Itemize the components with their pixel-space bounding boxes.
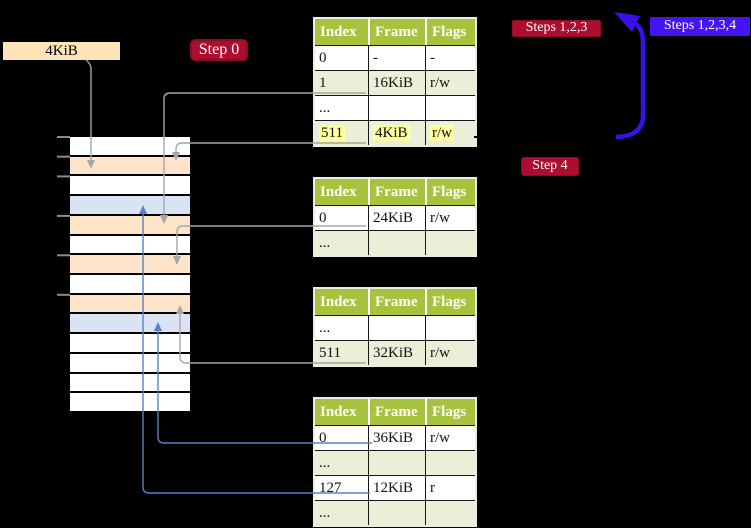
- cell: [425, 500, 475, 525]
- col-header-flags: Flags: [425, 399, 475, 425]
- recursive-loop-arrow: [614, 12, 646, 140]
- cell: -: [368, 45, 425, 70]
- cell: -: [425, 45, 475, 70]
- cell: 36KiB: [368, 425, 425, 450]
- cell: 0: [315, 425, 368, 450]
- cell: ...: [315, 230, 368, 255]
- col-header-index: Index: [315, 399, 368, 425]
- cell: 1: [315, 70, 368, 95]
- step0-badge: Step 0: [190, 39, 248, 61]
- col-header-frame: Frame: [368, 19, 425, 45]
- memory-row-3: [70, 196, 190, 214]
- col-header-index: Index: [315, 289, 368, 315]
- cell: ...: [315, 95, 368, 120]
- cell: [368, 500, 425, 525]
- memory-row-0: [70, 137, 190, 155]
- memory-row-5: [70, 235, 190, 254]
- col-header-frame: Frame: [368, 289, 425, 315]
- cell: [368, 95, 425, 120]
- cell: ...: [315, 450, 368, 475]
- size-label-4kib: 4KiB: [3, 42, 120, 60]
- cell: 0: [315, 45, 368, 70]
- table-row: 0--: [315, 45, 475, 70]
- highlighted-value: r/w: [430, 125, 454, 141]
- cell: r/w: [425, 340, 475, 365]
- memory-row-8: [70, 294, 190, 313]
- col-header-frame: Frame: [368, 179, 425, 205]
- memory-row-4: [70, 215, 190, 234]
- col-header-index: Index: [315, 179, 368, 205]
- cell: r/w: [425, 205, 475, 230]
- cell: [368, 315, 425, 340]
- memory-row-7: [70, 275, 190, 293]
- cell: ...: [315, 315, 368, 340]
- memory-row-9: [70, 314, 190, 333]
- table-row: ...: [315, 450, 475, 475]
- cell: [368, 230, 425, 255]
- cell: ...: [315, 500, 368, 525]
- memory-row-12: [70, 373, 190, 392]
- cell: r: [425, 475, 475, 500]
- cell: 511: [315, 120, 368, 145]
- steps1234-badge: Steps 1,2,3,4: [650, 17, 750, 36]
- col-header-frame: Frame: [368, 399, 425, 425]
- table-row: ...: [315, 315, 475, 340]
- memory-tick-marks: [57, 136, 70, 296]
- cell: 24KiB: [368, 205, 425, 230]
- col-header-flags: Flags: [425, 289, 475, 315]
- table-row: ...: [315, 500, 475, 525]
- cell: [425, 95, 475, 120]
- cell: 16KiB: [368, 70, 425, 95]
- memory-row-6: [70, 255, 190, 273]
- cell: r/w: [425, 120, 475, 145]
- cell: 0: [315, 205, 368, 230]
- cell: 12KiB: [368, 475, 425, 500]
- memory-row-1: [70, 156, 190, 175]
- table-row: ...: [315, 95, 475, 120]
- col-header-flags: Flags: [425, 179, 475, 205]
- cell: 127: [315, 475, 368, 500]
- cell: r/w: [425, 425, 475, 450]
- memory-row-13: [70, 393, 190, 412]
- cell: [368, 450, 425, 475]
- memory-row-10: [70, 334, 190, 352]
- steps123-badge: Steps 1,2,3: [512, 20, 601, 37]
- highlighted-value: 511: [319, 125, 345, 141]
- cell: 4KiB: [368, 120, 425, 145]
- memory-row-11: [70, 353, 190, 372]
- cell: [425, 230, 475, 255]
- step4-badge: Step 4: [521, 157, 579, 176]
- memory-row-2: [70, 176, 190, 195]
- col-header-flags: Flags: [425, 19, 475, 45]
- highlighted-value: 4KiB: [373, 125, 410, 141]
- table-row: 511 4KiB r/w: [315, 120, 475, 145]
- cell: 511: [315, 340, 368, 365]
- cell: 32KiB: [368, 340, 425, 365]
- cell: r/w: [425, 70, 475, 95]
- cell: [425, 450, 475, 475]
- table-row: ...: [315, 230, 475, 255]
- col-header-index: Index: [315, 19, 368, 45]
- cell: [425, 315, 475, 340]
